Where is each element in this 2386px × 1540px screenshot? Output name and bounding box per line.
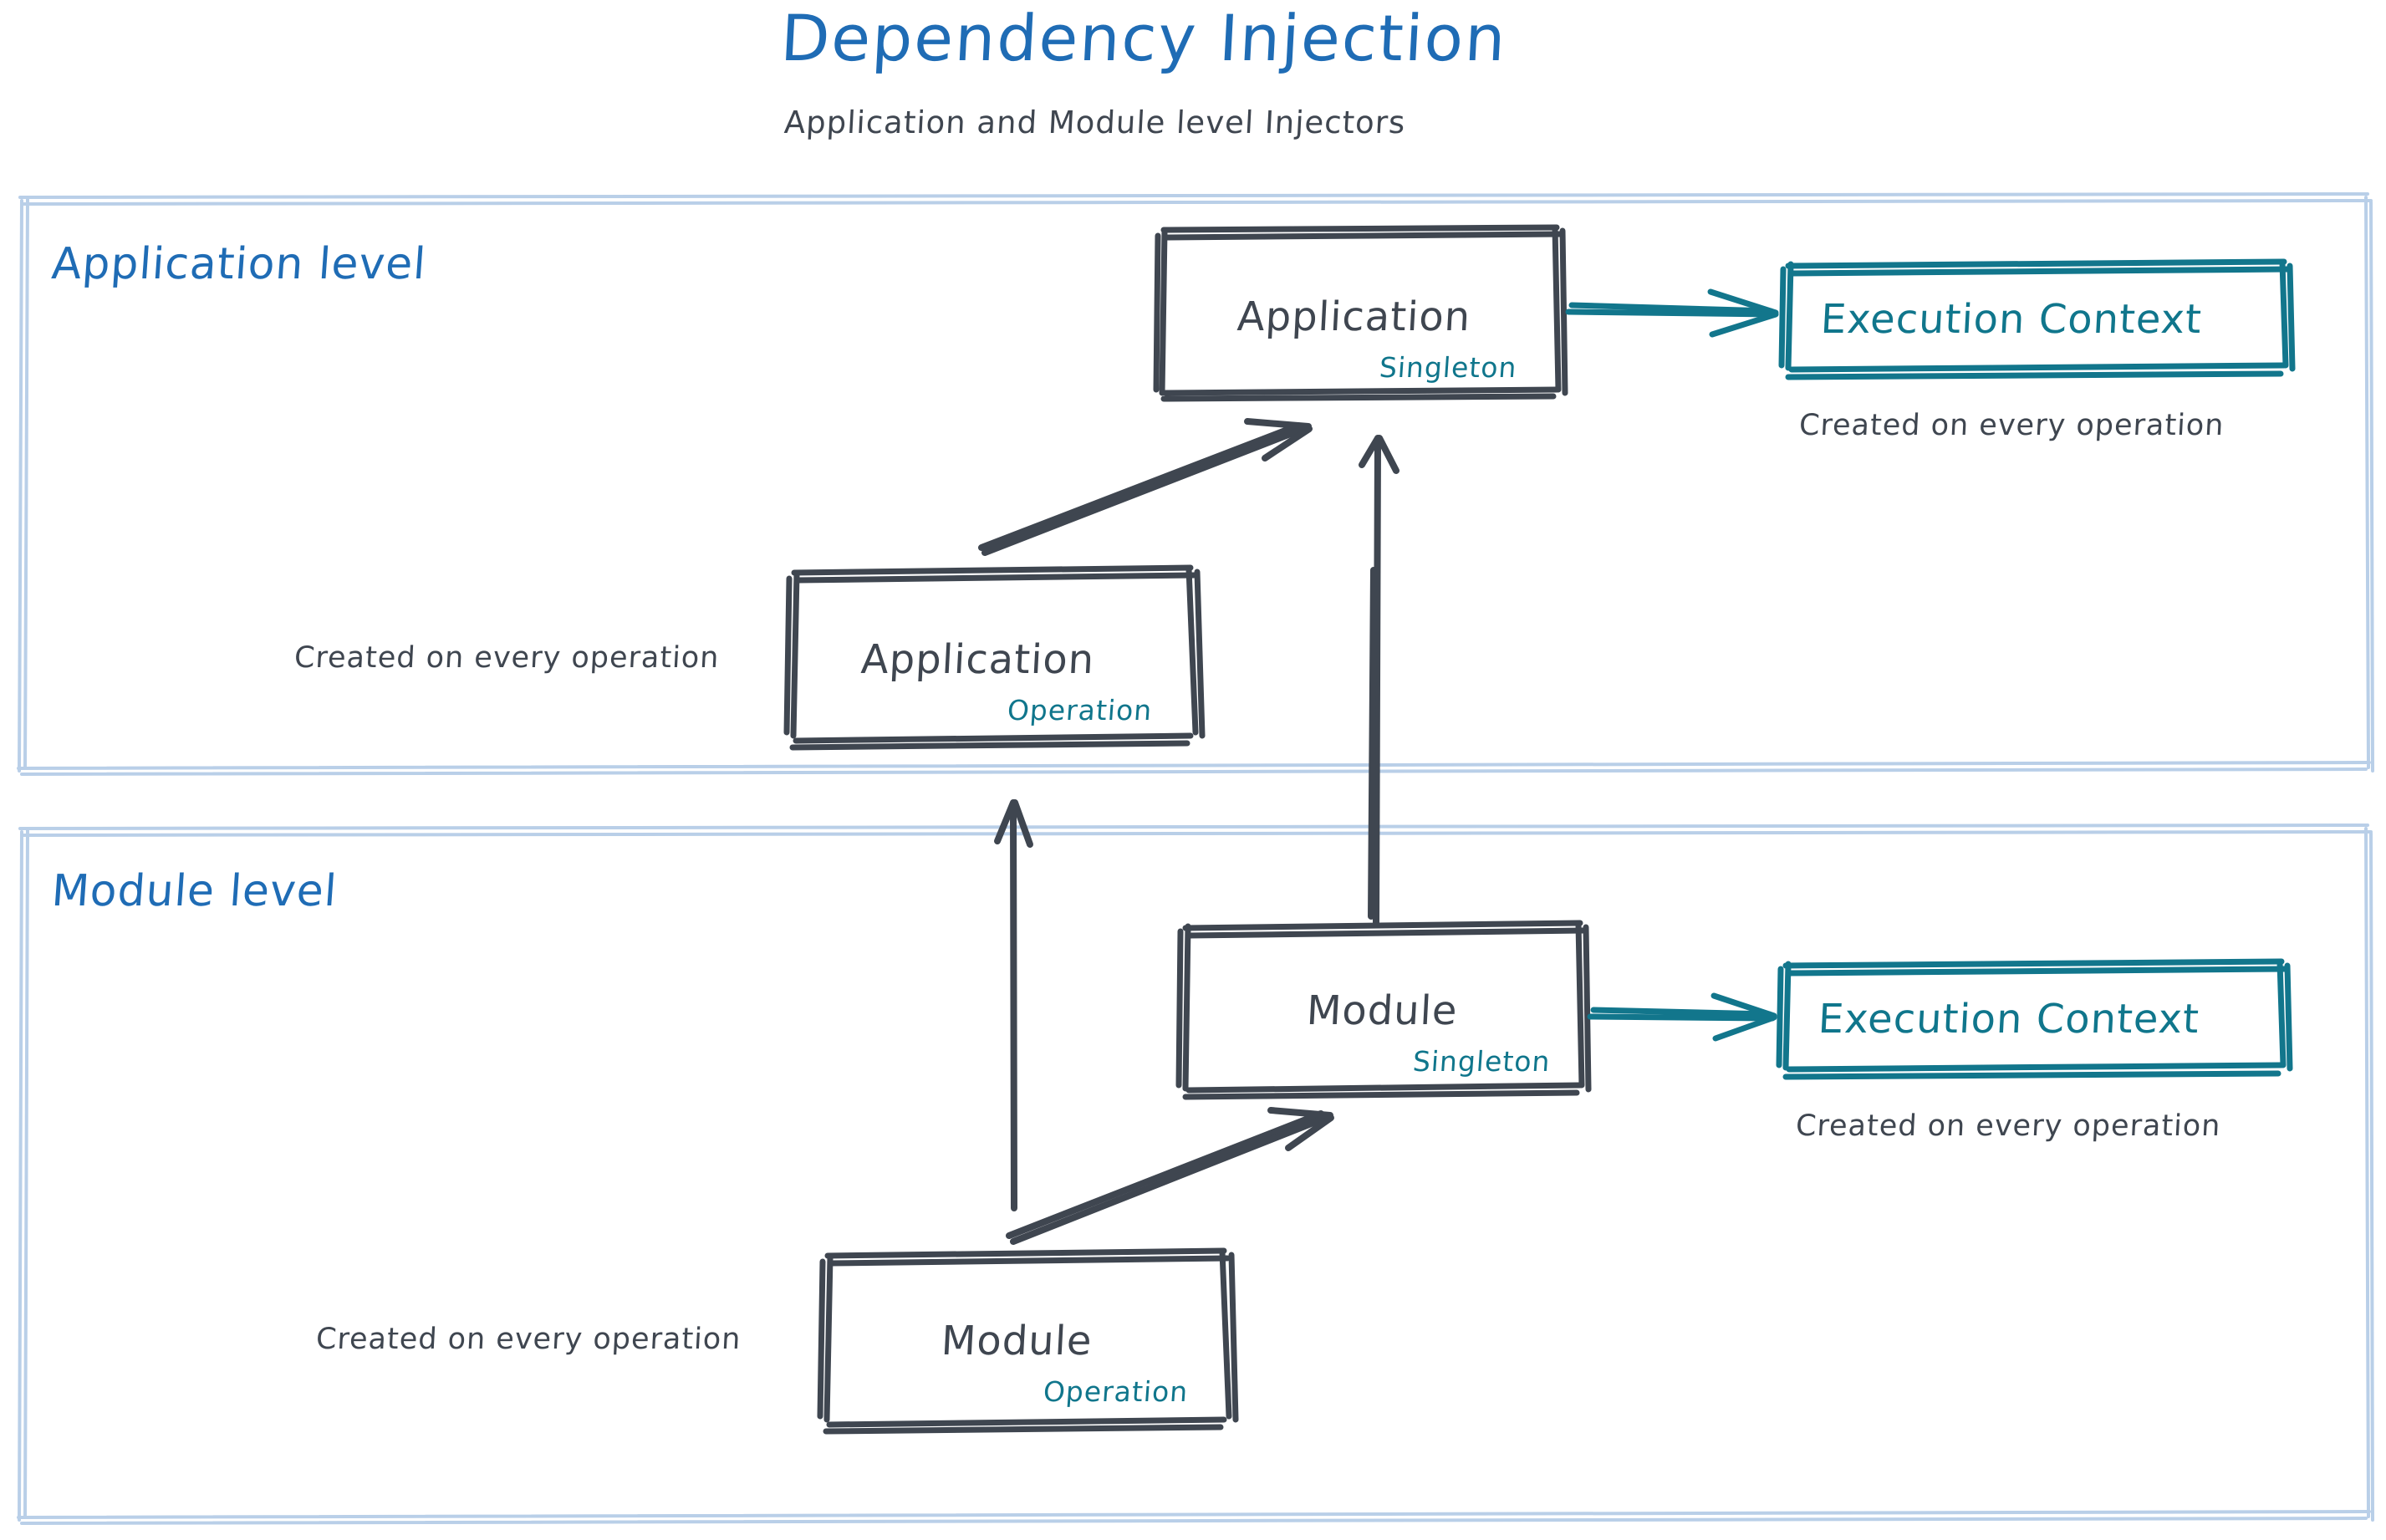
node-title-module-operation: Module — [940, 1318, 1094, 1364]
note-module-execution-context: Created on every operation — [1794, 1109, 2222, 1143]
node-title-application-singleton: Application — [1236, 293, 1472, 340]
note-application-execution-context: Created on every operation — [1797, 409, 2225, 442]
edge-app-singleton-to-context — [1565, 288, 1779, 338]
context-title-application-execution-context: Execution Context — [1819, 296, 2204, 343]
context-title-module-execution-context: Execution Context — [1817, 996, 2201, 1043]
node-scope-application-singleton: Singleton — [1378, 351, 1518, 384]
page-title: Dependency Injection — [778, 1, 1509, 75]
node-title-module-singleton: Module — [1305, 987, 1460, 1034]
node-title-application-operation: Application — [859, 636, 1096, 683]
note-application-operation: Created on every operation — [293, 641, 721, 675]
note-module-operation: Created on every operation — [314, 1323, 742, 1356]
edge-app-operation-to-singleton — [978, 418, 1313, 556]
edge-module-operation-to-app-operation — [994, 799, 1033, 1211]
edge-module-operation-to-singleton — [1006, 1107, 1334, 1245]
section-title-application-level: Application level — [49, 239, 428, 289]
section-title-module-level: Module level — [49, 866, 339, 916]
page-subtitle: Application and Module level Injectors — [783, 105, 1407, 140]
edge-module-singleton-to-context — [1587, 992, 1777, 1042]
section-container-module-level — [17, 824, 2374, 1525]
edge-module-singleton-to-app-singleton — [1359, 435, 1399, 926]
node-scope-module-singleton: Singleton — [1411, 1045, 1552, 1078]
node-scope-module-operation: Operation — [1042, 1375, 1190, 1408]
node-scope-application-operation: Operation — [1006, 694, 1154, 727]
